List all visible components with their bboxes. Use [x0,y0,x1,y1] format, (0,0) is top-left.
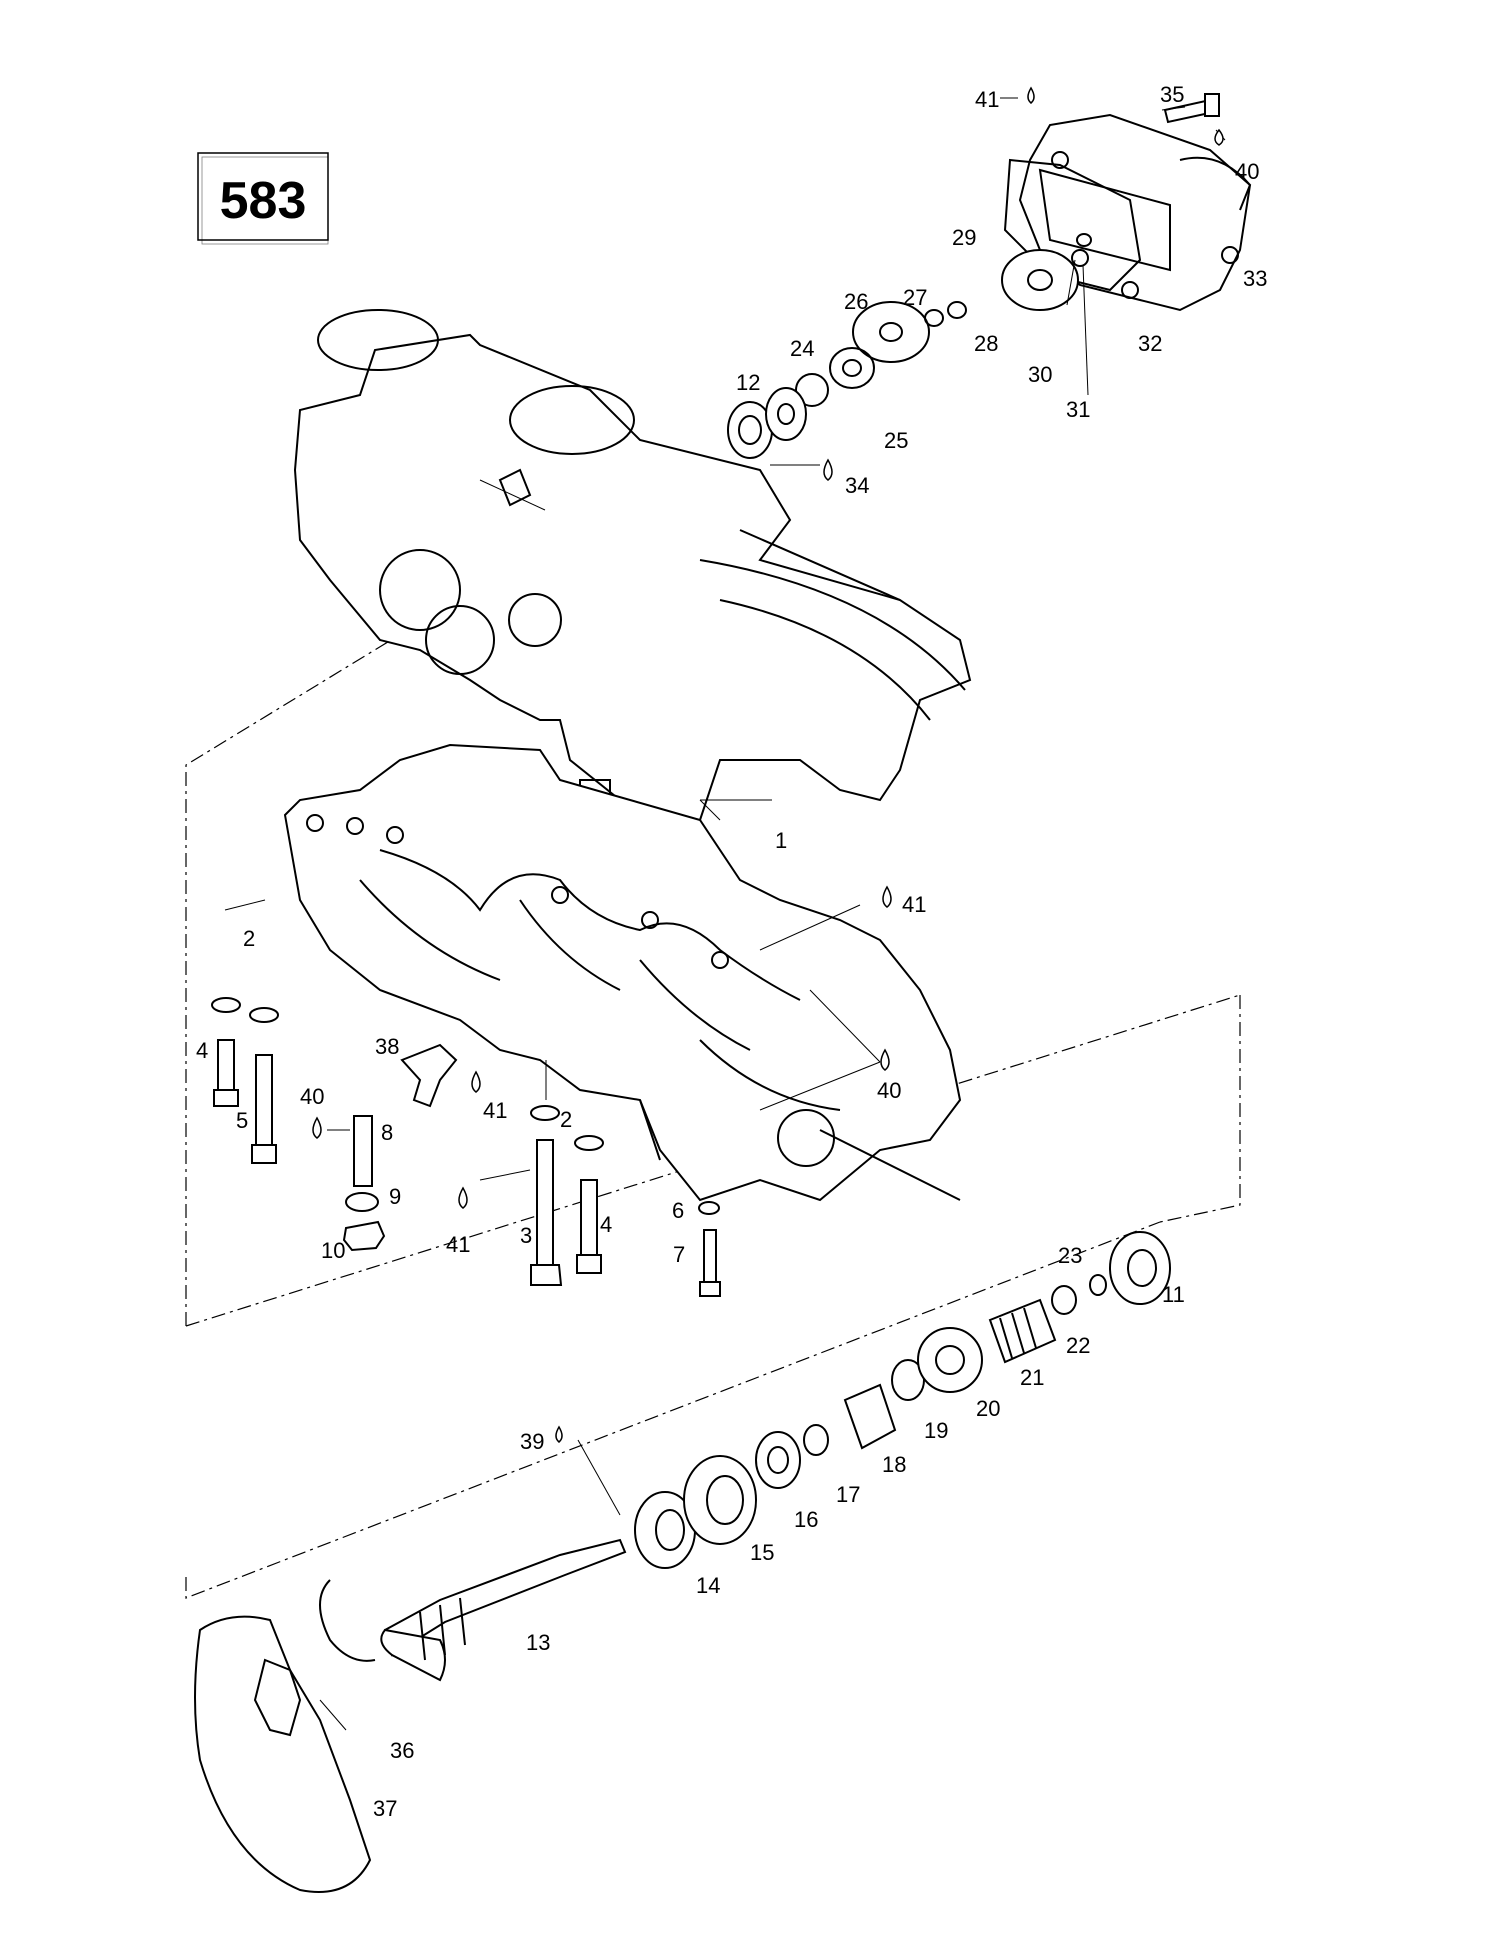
callout-24: 24 [790,336,814,361]
drop-icon [1027,86,1035,104]
callout-7: 7 [673,1242,685,1267]
callout-6: 6 [672,1198,684,1223]
drop-icon [882,885,892,908]
callout-16: 16 [794,1507,818,1532]
callout-35: 35 [1160,82,1184,107]
callout-12: 12 [736,370,760,395]
circlip-17 [803,1424,829,1456]
callout-26: 26 [844,289,868,314]
stud-8 [353,1115,373,1187]
drop-icon [823,458,833,481]
callout-14: 14 [696,1573,720,1598]
callout-2: 2 [560,1107,572,1132]
callout-41: 41 [902,892,926,917]
gasket [1003,158,1142,292]
callout-37: 37 [373,1796,397,1821]
callout-5: 5 [236,1108,248,1133]
callout-1: 1 [775,828,787,853]
callout-19: 19 [924,1418,948,1443]
callout-31: 31 [1066,397,1090,422]
bolt-35 [1163,93,1220,124]
drop-icon [1214,128,1224,146]
model-code: 583 [220,172,307,230]
bolt-4-mid [574,1135,604,1274]
bolt-5 [249,1007,279,1164]
drop-icon [471,1070,481,1093]
callout-3: 3 [520,1223,532,1248]
callout-34: 34 [845,473,869,498]
drive-shaft-13 [380,1538,627,1682]
callout-41: 41 [446,1232,470,1257]
callout-15: 15 [750,1540,774,1565]
spring-21 [988,1298,1057,1364]
callout-27: 27 [903,285,927,310]
callout-40: 40 [300,1084,324,1109]
callout-41: 41 [975,87,999,112]
callout-18: 18 [882,1452,906,1477]
lubricant-drops [312,86,1224,1443]
leader-lines [224,97,1226,1731]
callout-33: 33 [1243,266,1267,291]
callout-13: 13 [526,1630,550,1655]
callout-36: 36 [390,1738,414,1763]
callout-8: 8 [381,1120,393,1145]
callout-10: 10 [321,1238,345,1263]
callout-32: 32 [1138,331,1162,356]
valve-shaft-washers [795,233,1092,407]
oil-seal-14 [634,1491,696,1569]
circlip-36 [319,1579,376,1662]
bearing-11 [1109,1231,1171,1305]
gear-20 [917,1327,983,1393]
drop-icon [555,1425,563,1443]
bolt-3 [530,1105,563,1286]
callout-38: 38 [375,1034,399,1059]
drop-icon [880,1048,890,1071]
callout-40: 40 [877,1078,901,1103]
callout-29: 29 [952,225,976,250]
drop-icon [458,1186,468,1209]
callout-30: 30 [1028,362,1052,387]
callout-23: 23 [1058,1243,1082,1268]
bolt-7 [698,1201,721,1297]
callout-20: 20 [976,1396,1000,1421]
drop-icon [312,1116,322,1139]
callout-41: 41 [483,1098,507,1123]
nut-10 [342,1220,386,1252]
callout-4: 4 [600,1212,612,1237]
callout-21: 21 [1020,1365,1044,1390]
bearing-15 [683,1455,757,1545]
cover-plate-37 [194,1615,372,1893]
sleeve-18 [843,1383,897,1450]
circlip-23 [1089,1274,1107,1296]
upper-crankcase [293,309,972,852]
washer-16 [755,1431,801,1489]
model-code-box: 583 [197,152,329,245]
callout-2: 2 [243,926,255,951]
callout-22: 22 [1066,1333,1090,1358]
callout-9: 9 [389,1184,401,1209]
callout-17: 17 [836,1482,860,1507]
callout-40: 40 [1235,159,1259,184]
callout-11: 11 [1162,1282,1185,1307]
callout-4: 4 [196,1038,208,1063]
fitting-38 [400,1043,458,1108]
callout-labels: 1 2 2 3 4 4 5 6 7 8 9 10 11 12 13 14 15 … [196,82,1267,1821]
rotary-valve [1001,249,1079,311]
lower-crankcase [283,743,962,1202]
washer-9 [345,1192,379,1212]
callout-25: 25 [884,428,908,453]
spacer-22 [1051,1285,1077,1315]
callout-28: 28 [974,331,998,356]
bearing-12 [727,387,807,459]
callout-39: 39 [520,1429,544,1454]
bolt-4-left [211,997,241,1107]
